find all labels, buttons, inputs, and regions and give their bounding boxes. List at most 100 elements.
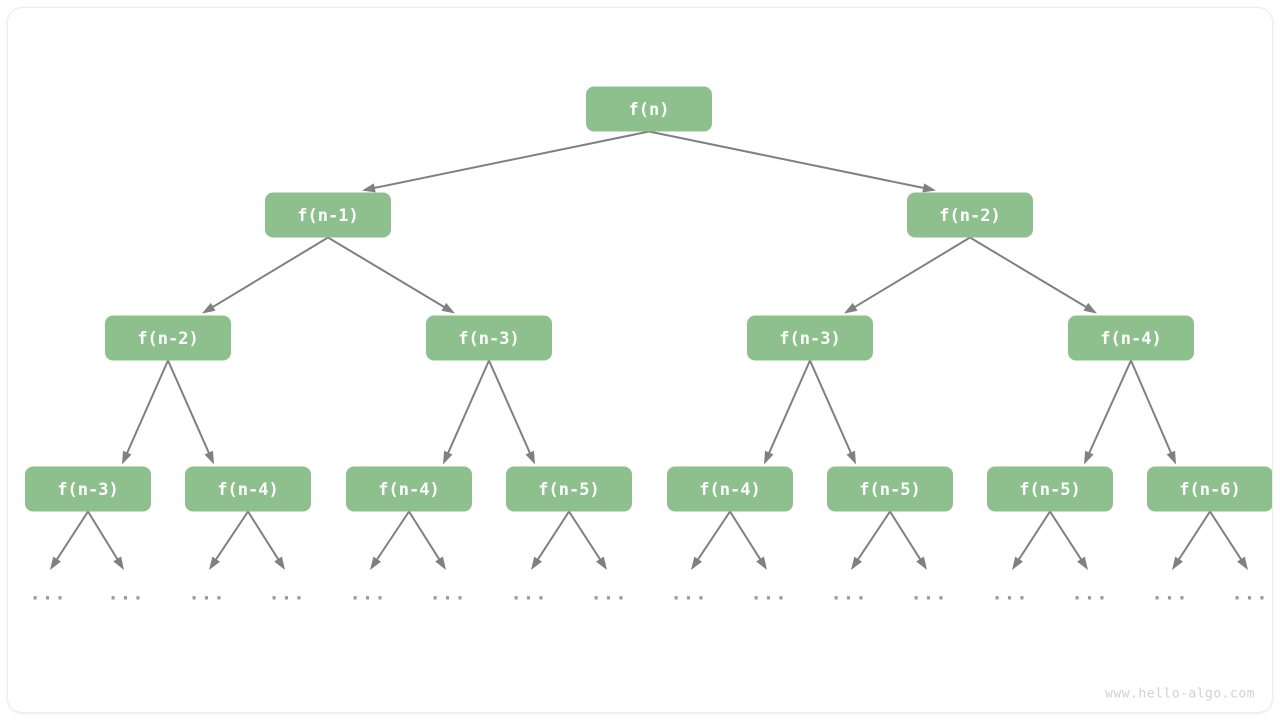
node-label: f(n-3) — [779, 329, 840, 349]
tree-node-n9[interactable]: f(n-4) — [346, 466, 472, 512]
node-box — [1147, 466, 1272, 512]
node-label: f(n-3) — [458, 329, 519, 349]
node-label: f(n-6) — [1179, 480, 1240, 500]
tree-edge-9-line — [488, 360, 532, 455]
leaf-edge-5-line — [408, 510, 441, 562]
ellipsis-label: ... — [1151, 583, 1188, 605]
tree-edge-11-arrowhead — [846, 450, 856, 465]
node-box — [1068, 315, 1194, 361]
leaf-edge-12-line — [1017, 510, 1051, 562]
tree-node-n6[interactable]: f(n-4) — [1068, 315, 1194, 361]
tree-edge-5-arrowhead — [1083, 302, 1097, 314]
ellipsis-label: ... — [670, 583, 707, 605]
leaf-edge-10-line — [856, 510, 891, 562]
tree-node-n13[interactable]: f(n-5) — [987, 466, 1113, 512]
tree-edge-3-arrowhead — [441, 302, 455, 314]
leaf-edge-12-arrowhead — [1012, 556, 1023, 570]
leaf-edge-10-arrowhead — [851, 556, 863, 570]
leaf-edges-layer — [50, 510, 1248, 570]
tree-edge-6-line — [125, 360, 169, 455]
ellipsis-label: ... — [510, 583, 547, 605]
leaf-edge-13-line — [1049, 510, 1083, 562]
leaf-edge-2-line — [214, 510, 249, 562]
tree-node-n3[interactable]: f(n-2) — [105, 315, 231, 361]
node-box — [346, 466, 472, 512]
leaf-edge-15-arrowhead — [1237, 556, 1248, 570]
ellipses-layer: ........................................… — [29, 583, 1268, 605]
tree-node-n14[interactable]: f(n-6) — [1147, 466, 1272, 512]
tree-node-n11[interactable]: f(n-4) — [667, 466, 793, 512]
tree-node-n5[interactable]: f(n-3) — [747, 315, 873, 361]
ellipsis-label: ... — [1231, 583, 1268, 605]
tree-edge-8-line — [446, 360, 490, 455]
tree-node-n1[interactable]: f(n-1) — [265, 192, 391, 238]
node-label: f(n-2) — [137, 329, 198, 349]
nodes-layer: f(n) f(n-1) f(n-2) f(n-2) f(n-3) f(n-3) f(n-4)… — [25, 86, 1272, 512]
leaf-edge-3-arrowhead — [274, 556, 285, 570]
tree-edge-2-line — [210, 236, 329, 309]
ellipsis-label: ... — [429, 583, 466, 605]
node-label: f(n-4) — [699, 480, 760, 500]
leaf-edge-3-line — [247, 510, 280, 562]
tree-node-n4[interactable]: f(n-3) — [426, 315, 552, 361]
node-box — [426, 315, 552, 361]
ellipsis-label: ... — [107, 583, 144, 605]
tree-node-n8[interactable]: f(n-4) — [185, 466, 311, 512]
leaf-edge-1-line — [87, 510, 120, 562]
leaf-edge-8-arrowhead — [691, 556, 703, 570]
node-label: f(n-5) — [859, 480, 920, 500]
ellipsis-label: ... — [1071, 583, 1108, 605]
tree-edge-10-arrowhead — [764, 450, 774, 465]
tree-edge-1-line — [648, 130, 926, 190]
ellipsis-label: ... — [590, 583, 627, 605]
leaf-edge-5-arrowhead — [435, 556, 446, 570]
tree-edge-11-line — [809, 360, 853, 455]
leaf-edge-2-arrowhead — [209, 556, 221, 570]
tree-edge-10-line — [767, 360, 811, 455]
ellipsis-label: ... — [349, 583, 386, 605]
leaf-edge-8-line — [696, 510, 731, 562]
leaf-edge-14-arrowhead — [1172, 556, 1183, 570]
tree-edge-7-arrowhead — [204, 450, 214, 465]
leaf-edge-1-arrowhead — [113, 556, 124, 570]
tree-node-n0[interactable]: f(n) — [586, 86, 712, 132]
node-box — [987, 466, 1113, 512]
tree-edge-13-arrowhead — [1166, 450, 1176, 465]
ellipsis-label: ... — [910, 583, 947, 605]
tree-edge-0-arrowhead — [362, 183, 376, 193]
tree-edge-8-arrowhead — [443, 450, 453, 465]
leaf-edge-7-line — [568, 510, 602, 562]
node-box — [25, 466, 151, 512]
tree-edge-3-line — [327, 236, 447, 309]
node-box — [586, 86, 712, 132]
tree-node-n12[interactable]: f(n-5) — [827, 466, 953, 512]
tree-node-n2[interactable]: f(n-2) — [907, 192, 1033, 238]
node-label: f(n) — [629, 100, 670, 120]
node-box — [747, 315, 873, 361]
tree-edge-2-arrowhead — [202, 302, 216, 314]
node-label: f(n-4) — [1100, 329, 1161, 349]
tree-node-n7[interactable]: f(n-3) — [25, 466, 151, 512]
tree-edge-13-line — [1130, 360, 1173, 455]
node-box — [185, 466, 311, 512]
node-label: f(n-5) — [538, 480, 599, 500]
node-box — [907, 192, 1033, 238]
node-label: f(n-2) — [939, 206, 1000, 226]
tree-edge-5-line — [969, 236, 1089, 309]
node-box — [827, 466, 953, 512]
ellipsis-label: ... — [188, 583, 225, 605]
leaf-edge-0-arrowhead — [50, 556, 61, 570]
leaf-edge-15-line — [1209, 510, 1243, 562]
leaf-edge-11-arrowhead — [916, 556, 927, 570]
tree-node-n10[interactable]: f(n-5) — [506, 466, 632, 512]
tree-edge-4-line — [852, 236, 971, 309]
node-label: f(n-4) — [378, 480, 439, 500]
tree-edge-12-line — [1087, 360, 1132, 455]
leaf-edge-6-line — [536, 510, 570, 562]
node-label: f(n-5) — [1019, 480, 1080, 500]
tree-edge-7-line — [167, 360, 211, 455]
ellipsis-label: ... — [750, 583, 787, 605]
tree-edge-9-arrowhead — [525, 450, 535, 465]
diagram-card: f(n) f(n-1) f(n-2) f(n-2) f(n-3) f(n-3) f(n-4)… — [8, 8, 1272, 712]
tree-edge-12-arrowhead — [1084, 450, 1094, 465]
